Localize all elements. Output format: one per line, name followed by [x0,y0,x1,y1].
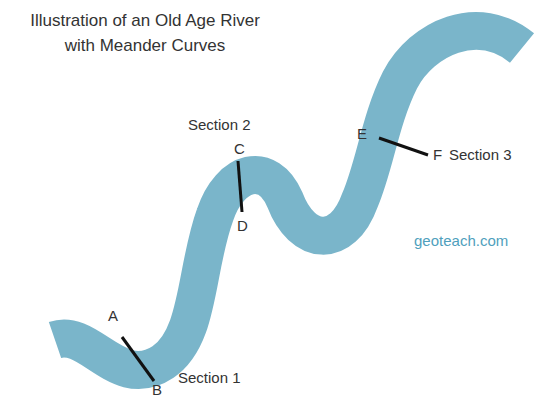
section-name: Section 3 [449,146,512,164]
section-name: Section 2 [188,116,251,134]
diagram-title: Illustration of an Old Age River with Me… [20,8,270,58]
point-letter: B [152,381,162,399]
watermark: geoteach.com [414,232,508,250]
point-letter: C [234,140,245,158]
point-letter: D [237,217,248,235]
section-name: Section 1 [178,369,241,387]
point-letter: A [108,307,118,325]
point-letter: F [433,146,442,164]
section-line [122,337,154,381]
section-line [238,161,242,212]
river-channel [55,31,522,370]
section-line [379,138,428,155]
point-letter: E [357,125,367,143]
